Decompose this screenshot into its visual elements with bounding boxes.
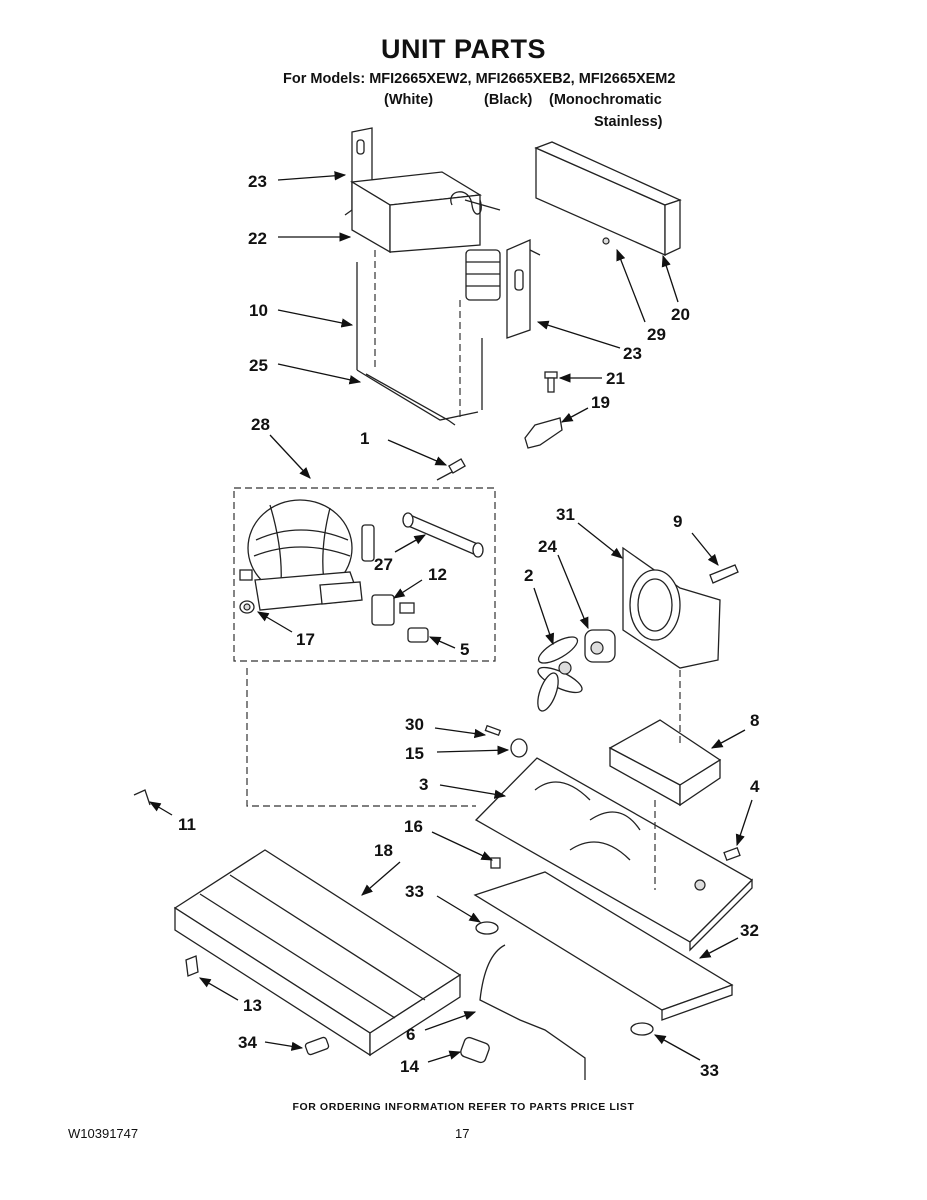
callout-6: 6 bbox=[406, 1025, 415, 1044]
page-title: UNIT PARTS bbox=[381, 34, 546, 64]
page-number: 17 bbox=[455, 1126, 470, 1141]
finish-monochromatic: (Monochromatic bbox=[549, 92, 662, 108]
sleeve-14 bbox=[460, 1036, 490, 1064]
callout-8: 8 bbox=[750, 711, 759, 730]
callout-23a: 23 bbox=[248, 172, 267, 191]
callout-13: 13 bbox=[243, 996, 262, 1015]
callout-4: 4 bbox=[750, 777, 760, 796]
evaporator-22 bbox=[350, 171, 501, 301]
tube-6 bbox=[479, 944, 586, 1080]
callout-31: 31 bbox=[556, 505, 575, 524]
callout-32: 32 bbox=[740, 921, 759, 940]
callout-1: 1 bbox=[360, 429, 369, 448]
callout-23b: 23 bbox=[623, 344, 642, 363]
defrost-heater-25 bbox=[356, 250, 483, 426]
callout-34: 34 bbox=[238, 1033, 257, 1052]
ordering-note: FOR ORDERING INFORMATION REFER TO PARTS … bbox=[292, 1101, 635, 1113]
fan-motor-24 bbox=[584, 629, 616, 663]
screw-1 bbox=[436, 458, 466, 481]
screw-4 bbox=[723, 847, 741, 861]
bracket-23-right bbox=[506, 239, 541, 339]
callout-29: 29 bbox=[647, 325, 666, 344]
callout-12: 12 bbox=[428, 565, 447, 584]
finish-black: (Black) bbox=[484, 92, 533, 108]
callout-21: 21 bbox=[606, 369, 625, 388]
finish-stainless: Stainless) bbox=[594, 114, 663, 130]
mounting-plate-3 bbox=[474, 757, 754, 952]
cover-5 bbox=[407, 627, 429, 643]
callout-33a: 33 bbox=[405, 882, 424, 901]
callout-3: 3 bbox=[419, 775, 428, 794]
callout-14: 14 bbox=[400, 1057, 419, 1076]
dashed-guide bbox=[246, 668, 476, 807]
callout-10: 10 bbox=[249, 301, 268, 320]
clip-11 bbox=[133, 789, 151, 806]
callout-24: 24 bbox=[538, 537, 557, 556]
cover-20 bbox=[534, 141, 682, 257]
clip-13 bbox=[185, 955, 199, 977]
grommet-15 bbox=[510, 738, 528, 758]
callout-25: 25 bbox=[249, 356, 268, 375]
callout-27: 27 bbox=[374, 555, 393, 574]
callout-20: 20 bbox=[671, 305, 690, 324]
drain-pan-32 bbox=[473, 871, 734, 1021]
bracket-8 bbox=[608, 719, 722, 807]
drier-27 bbox=[402, 512, 484, 558]
callout-15: 15 bbox=[405, 744, 424, 763]
screw-21 bbox=[544, 371, 558, 393]
callout-30: 30 bbox=[405, 715, 424, 734]
compressor-28 bbox=[239, 499, 375, 611]
document-id: W10391747 bbox=[68, 1126, 139, 1141]
connector-34 bbox=[304, 1036, 330, 1056]
callout-33b: 33 bbox=[700, 1061, 719, 1080]
callout-28: 28 bbox=[251, 415, 270, 434]
fan-shroud-31 bbox=[622, 546, 721, 669]
models-line: For Models: MFI2665XEW2, MFI2665XEB2, MF… bbox=[283, 71, 676, 87]
screw-16 bbox=[490, 857, 501, 869]
finish-white: (White) bbox=[384, 92, 434, 108]
callout-5: 5 bbox=[460, 640, 469, 659]
callout-18: 18 bbox=[374, 841, 393, 860]
fan-blade-2 bbox=[537, 636, 583, 712]
compressor-assembly-box bbox=[233, 487, 496, 662]
callout-22: 22 bbox=[248, 229, 267, 248]
clip-19 bbox=[524, 417, 563, 449]
callout-2: 2 bbox=[524, 566, 533, 585]
grommet-17 bbox=[239, 600, 255, 614]
foot-33-top bbox=[475, 921, 499, 935]
screw-9 bbox=[709, 564, 739, 584]
foot-33-bottom bbox=[630, 1022, 654, 1036]
callout-16: 16 bbox=[404, 817, 423, 836]
callout-19: 19 bbox=[591, 393, 610, 412]
condenser-18 bbox=[173, 849, 462, 1057]
relay-12 bbox=[371, 594, 415, 626]
callout-11: 11 bbox=[178, 815, 196, 834]
pin-30 bbox=[484, 724, 502, 737]
callout-9: 9 bbox=[673, 512, 682, 531]
callout-17: 17 bbox=[296, 630, 315, 649]
